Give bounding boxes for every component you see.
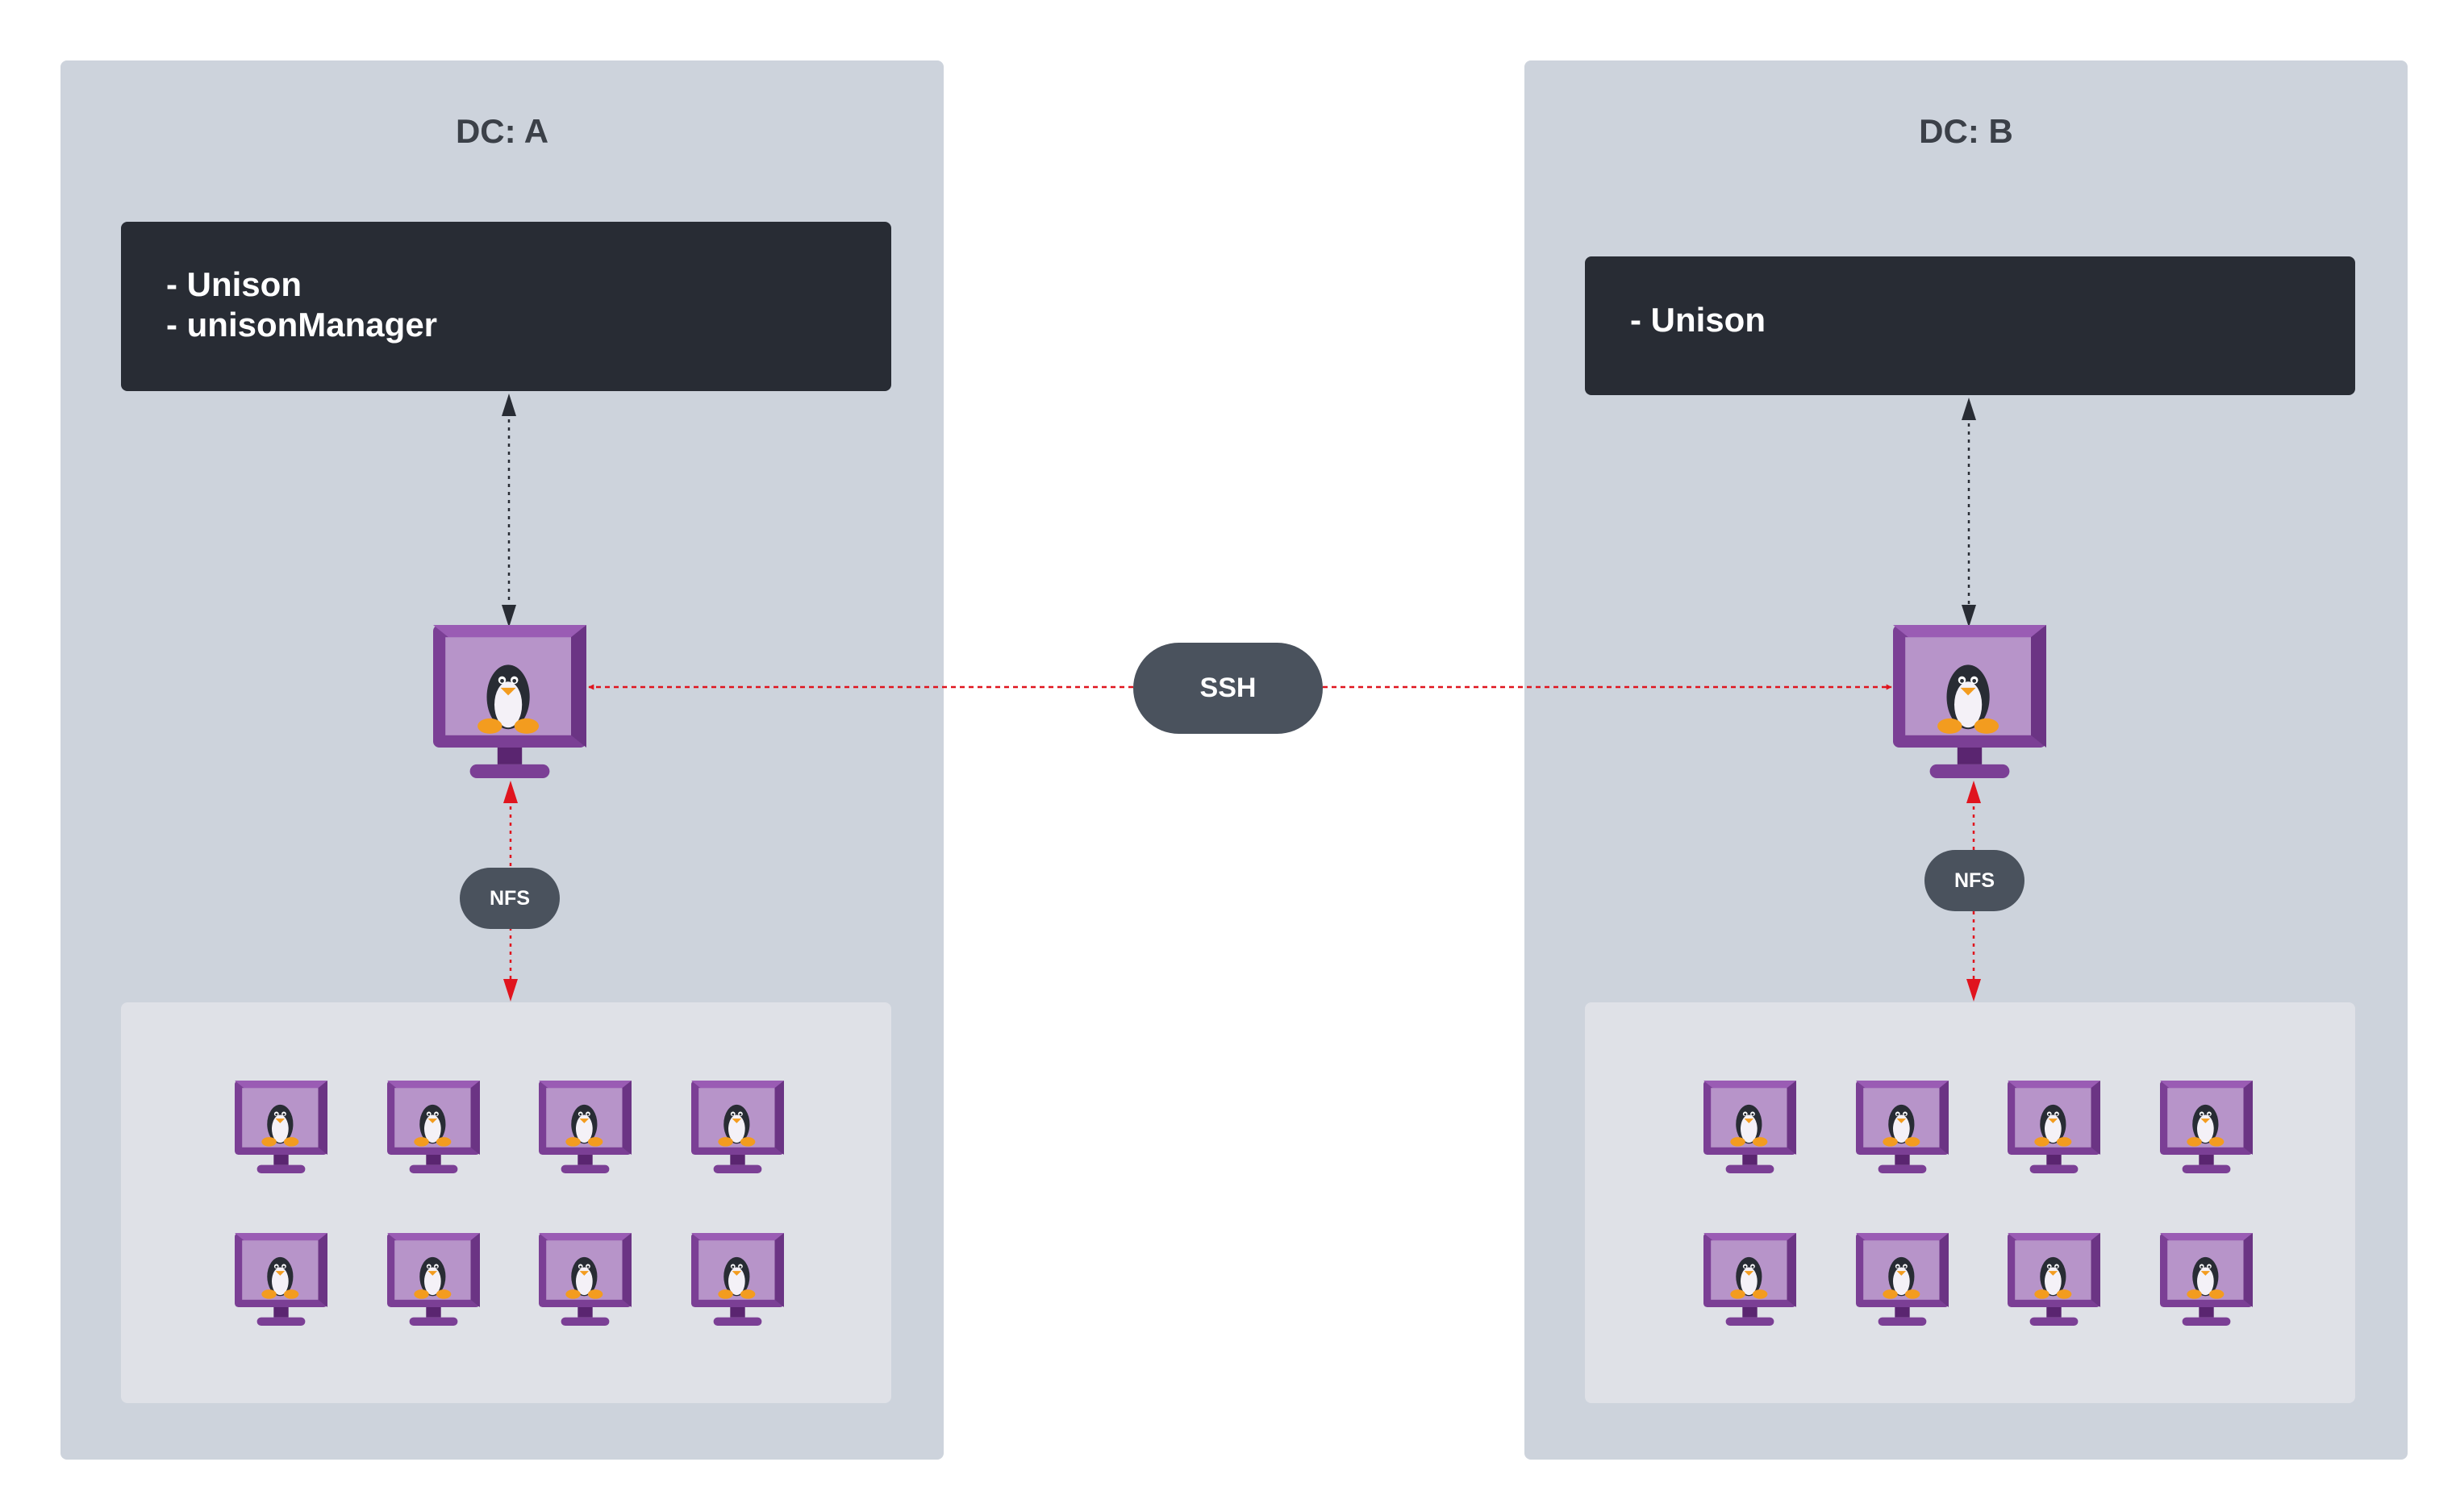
linux-computer-icon [2160,1081,2253,1173]
datacenter-a-cluster [121,1002,891,1403]
linux-computer-icon [433,625,586,778]
ssh-label: SSH [1133,643,1323,734]
nfs-arrowhead-a-top [503,781,518,803]
linux-computer-icon [1893,625,2046,778]
datacenter-b-cluster [1585,1002,2355,1403]
datacenter-b-services-box: - Unison [1585,256,2355,395]
linux-computer-icon [1856,1081,1949,1173]
linux-computer-icon [691,1081,784,1173]
linux-computer-icon [2008,1233,2100,1326]
local-arrowhead-a-top [502,394,516,416]
linux-computer-icon [235,1081,327,1173]
datacenter-b-service-unison: - Unison [1630,301,1766,339]
linux-computer-icon [539,1081,632,1173]
linux-computer-icon [691,1233,784,1326]
nfs-label-a: NFS [460,868,560,929]
nfs-arrowhead-b-top [1966,781,1981,803]
linux-computer-icon [387,1233,480,1326]
datacenter-b-title: DC: B [1919,112,2013,150]
linux-computer-icon [1703,1081,1796,1173]
local-arrowhead-b-top [1962,398,1976,420]
nfs-label-b: NFS [1924,850,2024,911]
local-arrowhead-b-bottom [1962,605,1976,627]
datacenter-a-services-box: - Unison - unisonManager [121,222,891,391]
linux-computer-icon [387,1081,480,1173]
local-arrowhead-a-bottom [502,605,516,627]
linux-computer-icon [235,1233,327,1326]
linux-computer-icon [1703,1233,1796,1326]
linux-computer-icon [539,1233,632,1326]
datacenter-a-service-unisonmanager: - unisonManager [166,306,438,344]
linux-computer-icon [1856,1233,1949,1326]
nfs-arrowhead-a-bottom [503,979,518,1002]
datacenter-a-title: DC: A [455,112,549,150]
linux-computer-icon [2008,1081,2100,1173]
linux-computer-icon [2160,1233,2253,1326]
datacenter-a-service-unison: - Unison [166,265,302,303]
nfs-arrowhead-b-bottom [1966,979,1981,1002]
